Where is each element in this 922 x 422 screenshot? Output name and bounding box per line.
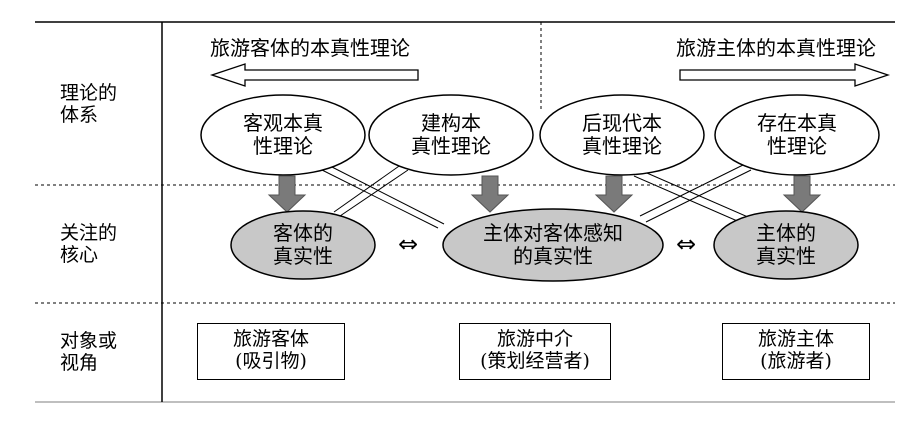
theory-constructive-text: 建构本真性理论: [411, 111, 491, 158]
object-box-tourism-object: 旅游客体(吸引物): [197, 323, 345, 380]
theory-existential-text: 存在本真性理论: [757, 111, 837, 158]
row-label-system: 理论的体系: [60, 82, 118, 126]
down-arrow-4: [782, 175, 822, 213]
left-direction-arrow: [209, 63, 419, 87]
right-theory-title: 旅游主体的本真性理论: [676, 36, 876, 60]
left-theory-title: 旅游客体的本真性理论: [210, 36, 410, 60]
core-perception-text: 主体对客体感知的真实性: [483, 221, 623, 268]
theory-ellipse-postmodern: [539, 94, 705, 176]
down-arrows: [267, 175, 822, 213]
theory-ellipse-existential: [714, 94, 880, 176]
core-subject-text: 主体的真实性: [756, 221, 816, 268]
object-box-tourism-intermediary: 旅游中介(策划经营者): [459, 323, 611, 380]
down-arrow-2: [470, 175, 510, 213]
object-box-tourism-subject: 旅游主体(旅游者): [722, 323, 870, 380]
core-object-text: 客体的真实性: [273, 221, 333, 268]
down-arrow-1: [267, 175, 307, 213]
relation-symbol-left: ⇔: [398, 230, 419, 258]
core-ellipse-perception: [442, 208, 664, 282]
theory-postmodern-text: 后现代本真性理论: [582, 111, 662, 158]
relation-symbol-right: ⇔: [676, 230, 697, 258]
theory-objective-text: 客观本真性理论: [243, 111, 323, 158]
down-arrow-3: [594, 175, 634, 213]
row-label-core: 关注的核心: [60, 222, 118, 266]
core-ellipse-object: [230, 210, 376, 280]
theory-ellipse-constructive: [368, 94, 534, 176]
theory-ellipse-objective: [200, 94, 366, 176]
row-label-object: 对象或视角: [60, 330, 118, 374]
right-direction-arrow: [679, 63, 891, 87]
core-ellipse-subject: [713, 210, 859, 280]
